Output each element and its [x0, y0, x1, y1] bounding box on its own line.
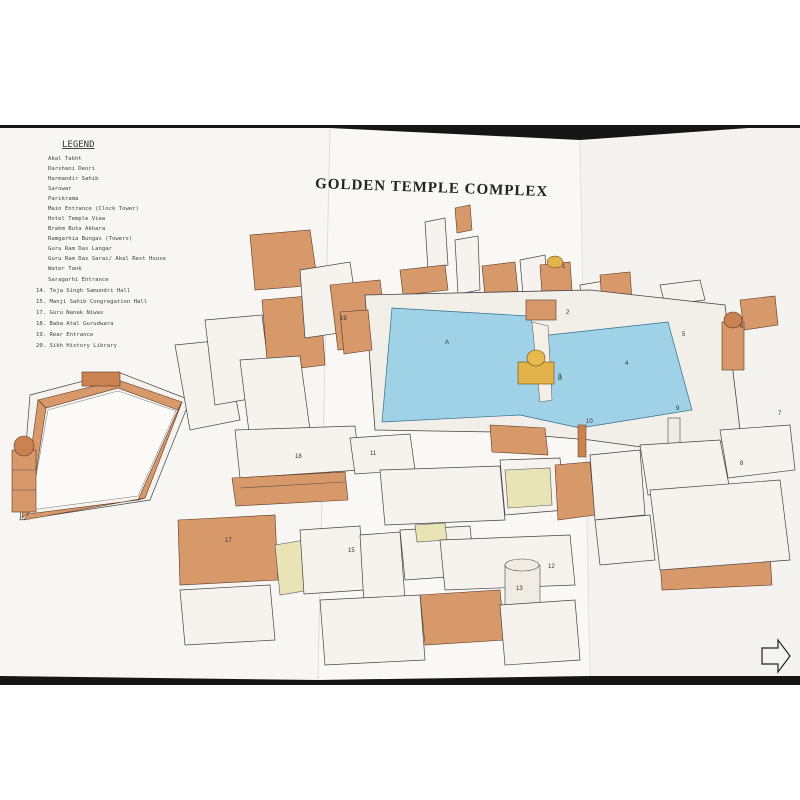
legend-item: Sarowar — [48, 186, 72, 192]
left-tower — [11, 435, 37, 513]
map-label-17: 17 — [225, 538, 232, 544]
sarovar-complex — [339, 289, 745, 464]
courtyard-wall-bottom — [23, 497, 146, 521]
legend-item: Ramgarhia Bungas (Towers) — [48, 236, 132, 242]
north-arrow-icon — [761, 638, 791, 674]
legend-item: Main Entrance (Clock Tower) — [48, 206, 139, 212]
building — [349, 433, 416, 475]
legend-item: Saragarhi Entrance — [48, 277, 109, 283]
left-buildings — [174, 229, 389, 441]
tower-block — [454, 235, 481, 295]
tower-dome — [13, 435, 35, 457]
map-label-9: 9 — [676, 406, 680, 412]
legend-item: Harmandir Sahib — [48, 176, 99, 182]
map-label-12: 12 — [548, 564, 555, 570]
legend-title: LEGEND — [62, 140, 95, 150]
building — [499, 599, 581, 666]
main-entrance — [489, 424, 549, 456]
map-label-b: B — [558, 376, 562, 382]
right-tower-dome — [723, 311, 743, 329]
map-label-19: 19 — [340, 316, 347, 322]
building — [179, 584, 276, 646]
legend-item: Guru Ram Das Langar — [48, 246, 113, 252]
legend-item: Parikrama — [48, 196, 78, 202]
building — [419, 589, 506, 646]
building-yellow — [504, 467, 553, 509]
legend-item: Brahm Buta Akhara — [48, 226, 105, 232]
tower-block — [454, 204, 473, 234]
map-label-11: 11 — [370, 451, 377, 457]
top-buildings — [399, 204, 779, 331]
legend-item: 14. Teja Singh Samundri Hall — [36, 288, 130, 294]
map-label-2: 2 — [566, 310, 570, 316]
courtyard-gate — [81, 371, 121, 387]
legend-item: Akal Takht — [48, 156, 82, 162]
map-label-7: 7 — [778, 411, 782, 417]
legend: LEGEND Akal Takht Darshani Deori Harmand… — [36, 140, 167, 349]
map-label-10: 10 — [586, 419, 593, 425]
manji-sahib-hall — [299, 525, 365, 595]
guru-nanak-niwas — [177, 514, 279, 586]
akal-takht-dome — [546, 255, 564, 269]
building — [399, 264, 449, 296]
harmandir-sahib-dome — [526, 349, 546, 367]
tower-body — [11, 449, 37, 513]
building — [719, 424, 796, 479]
map-labels: 1 2 3 4 5 6 7 8 9 10 11 12 13 15 17 18 1… — [225, 264, 782, 592]
langar-hall — [231, 471, 349, 507]
legend-item: 20. Sikh History Library — [36, 343, 117, 349]
map-label-6: 6 — [740, 324, 744, 330]
legend-item: Water Tank — [48, 266, 82, 272]
map-label-8: 8 — [740, 461, 744, 467]
library-building — [504, 564, 541, 606]
map-label-4: 4 — [625, 361, 629, 367]
map-label-3: 3 — [558, 374, 562, 380]
building — [739, 295, 779, 331]
building — [239, 355, 311, 441]
legend-item: 19. Rear Entrance — [36, 332, 94, 338]
library-roof — [504, 558, 540, 572]
left-courtyard — [19, 371, 191, 521]
arch-line — [239, 481, 346, 489]
lower-buildings — [177, 424, 796, 666]
tower-block — [424, 217, 449, 271]
map-label-1: 1 — [562, 264, 566, 270]
legend-item: 17. Guru Nanak Niwas — [36, 310, 103, 316]
building — [594, 514, 656, 566]
building — [319, 594, 426, 666]
map-label-a: A — [445, 340, 449, 346]
building — [589, 449, 646, 521]
legend-item: Hotel Temple View — [48, 216, 106, 222]
rear-entrance-building — [339, 309, 373, 355]
building — [359, 531, 406, 605]
building — [379, 465, 506, 526]
building — [234, 425, 361, 479]
map-label-13: 13 — [516, 586, 523, 592]
legend-item: 15. Manji Sahib Congregation Hall — [36, 299, 147, 305]
building-yellow — [414, 522, 448, 543]
north-arrow-shape — [761, 638, 791, 674]
map-label-15: 15 — [348, 548, 355, 554]
legend-item: Guru Ram Das Sarai/ Akal Rest House — [48, 256, 167, 262]
building — [481, 261, 519, 297]
building — [649, 479, 791, 571]
legend-item: Darshani Deori — [48, 166, 95, 172]
map-label-5: 5 — [682, 332, 686, 338]
clock-tower — [577, 424, 587, 458]
darshani-deori — [525, 299, 557, 321]
legend-item: 18. Baba Atal Gurudwara — [36, 321, 113, 327]
building — [554, 461, 596, 521]
map-label-18: 18 — [295, 454, 302, 460]
